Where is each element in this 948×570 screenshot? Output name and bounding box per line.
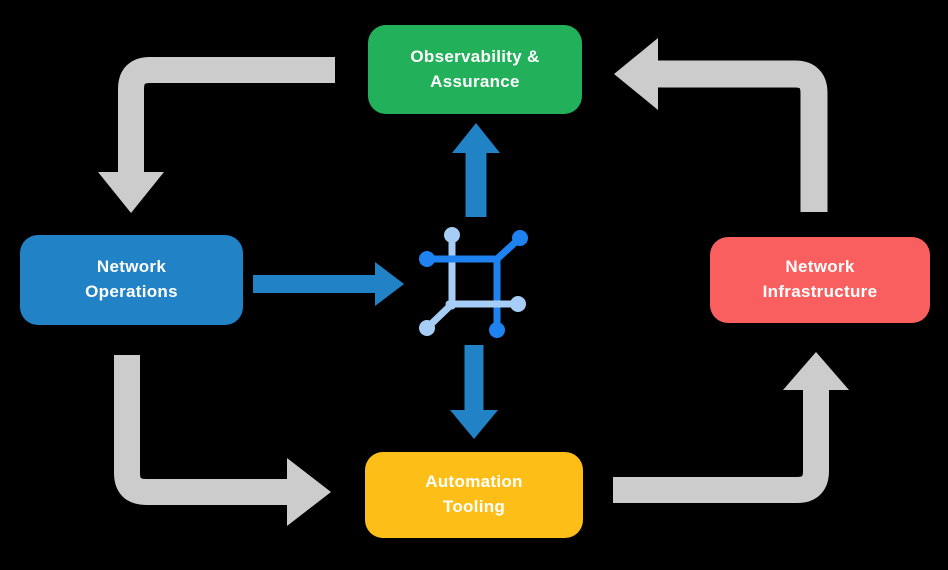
arrow-automation-to-infrastructure [613,352,849,503]
node-network-operations: Network Operations [20,235,243,325]
node-network-infrastructure: Network Infrastructure [710,237,930,323]
node-automation-label: Automation Tooling [425,472,523,516]
network-fabric-icon [419,227,528,338]
node-observability-label: Observability & Assurance [410,46,540,91]
node-operations-label: Network Operations [85,257,178,301]
arrow-core-to-observability [452,123,500,217]
arrow-observability-to-operations [98,57,335,213]
node-infrastructure-label: Network Infrastructure [762,257,878,301]
arrow-operations-to-core [253,262,404,306]
arrow-infrastructure-to-observability [614,38,828,212]
node-automation-tooling: Automation Tooling [365,452,583,538]
arrow-core-to-automation [450,345,498,439]
arrow-operations-to-automation [114,355,331,526]
node-observability-assurance: Observability & Assurance [368,25,582,114]
